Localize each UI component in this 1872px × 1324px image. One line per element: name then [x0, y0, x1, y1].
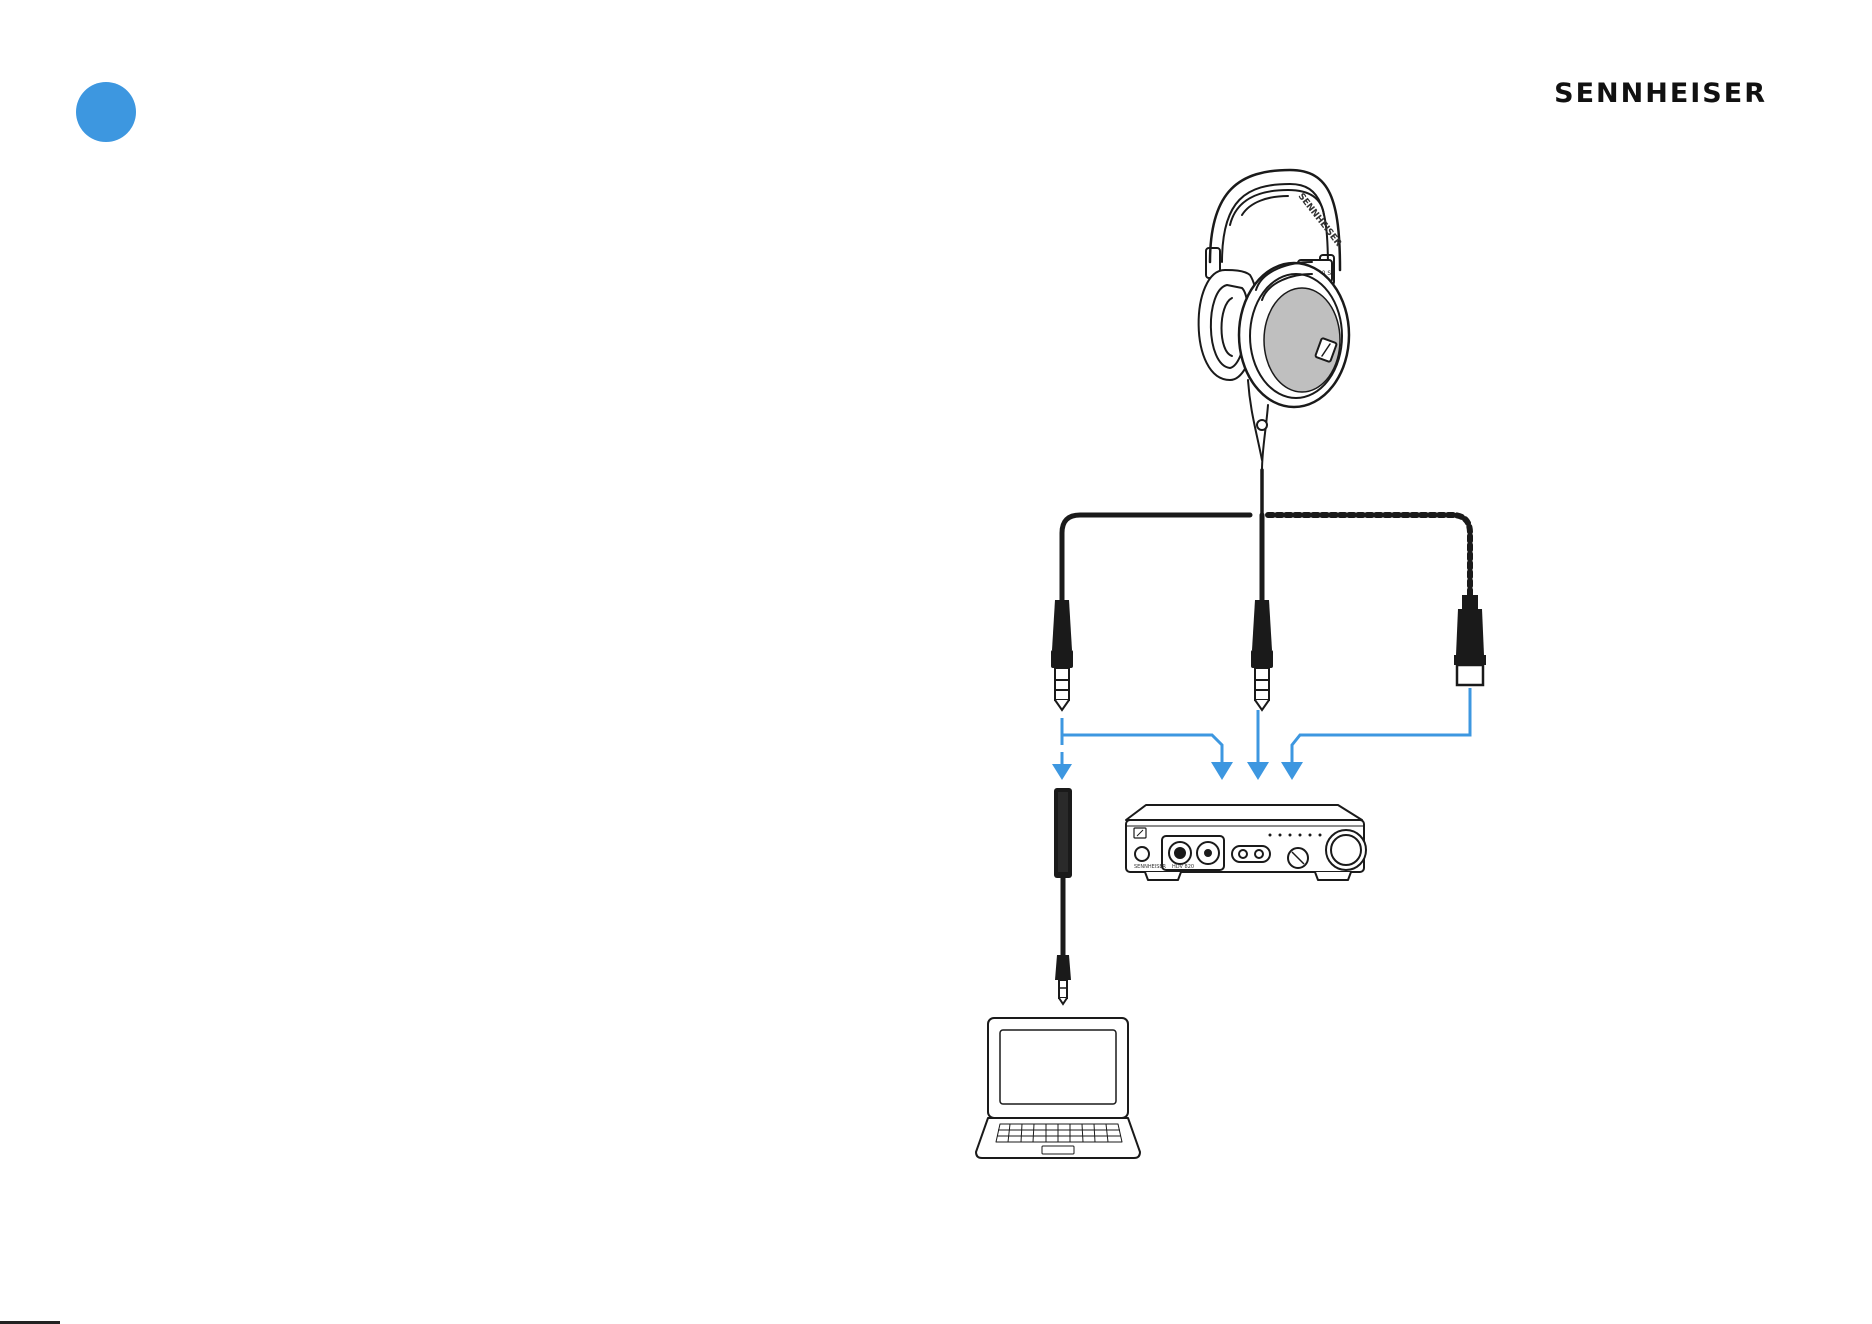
cable-branches: [1062, 515, 1470, 600]
amp-brand-label: SENNHEISER: [1134, 864, 1167, 870]
amp-model-label: HDV 820: [1172, 864, 1194, 870]
jack-plug-6-3mm-icon: [1251, 600, 1273, 710]
headphones-icon: SENNHEISER HD 660 S: [1199, 170, 1349, 515]
headphone-amplifier-icon: SENNHEISER HDV 820: [1126, 805, 1366, 880]
laptop-icon: [976, 1018, 1140, 1158]
balanced-xlr-plug-icon: [1454, 595, 1486, 685]
jack-plug-6-3mm-icon: [1051, 600, 1073, 710]
jack-adapter-icon: [1054, 788, 1072, 1004]
